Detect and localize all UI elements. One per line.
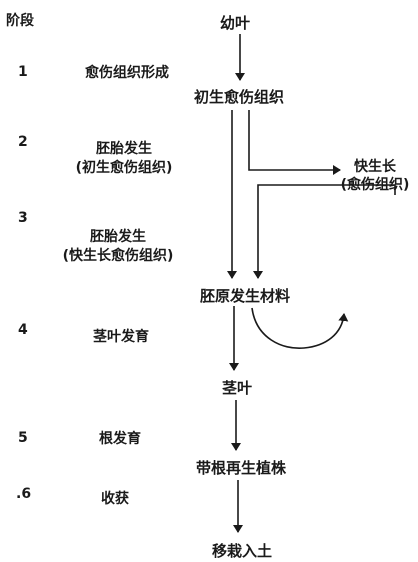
stage-6-line-1: 收获 [101,491,129,507]
stage-2-line-2: (初生愈伤组织) [75,160,173,176]
stage-4-line-1: 茎叶发育 [93,329,149,345]
stage-description-6: 收获 [80,490,150,509]
arrow-primary-callus-to-fast-growth [248,110,341,175]
stage-1-line-1: 愈伤组织形成 [85,65,169,81]
stage-description-3: 胚胎发生 (快生长愈伤组织) [44,228,192,266]
stage-description-5: 根发育 [80,430,160,449]
node-primary-callus: 初生愈伤组织 [194,88,285,106]
stage-3-line-1: 胚胎发生 [90,229,146,245]
node-shoots: 茎叶 [222,379,253,397]
stage-number-3: 3 [18,210,28,226]
arrow-embryogenic-recycle [251,307,349,349]
fast-growth-line-1: 快生长 [354,159,396,175]
node-rooted-plant: 带根再生植株 [196,459,287,477]
stage-3-line-2: (快生长愈伤组织) [62,248,174,264]
stage-description-2: 胚胎发生 (初生愈伤组织) [58,140,190,178]
node-embryogenic-material: 胚原发生材料 [200,287,291,305]
stage-number-2: 2 [18,134,28,150]
stage-number-6: .6 [16,486,32,502]
node-young-leaf: 幼叶 [220,14,251,32]
stage-number-4: 4 [18,322,28,338]
stage-number-1: 1 [18,64,28,80]
stage-description-1: 愈伤组织形成 [62,64,192,83]
arrow-fast-growth-to-embryogenic [253,184,396,279]
stage-5-line-1: 根发育 [99,431,141,447]
node-transplant: 移栽入土 [212,542,273,560]
stage-header: 阶段 [6,13,34,29]
stage-number-5: 5 [18,430,28,446]
stage-description-4: 茎叶发育 [66,328,176,347]
stage-2-line-1: 胚胎发生 [96,141,152,157]
